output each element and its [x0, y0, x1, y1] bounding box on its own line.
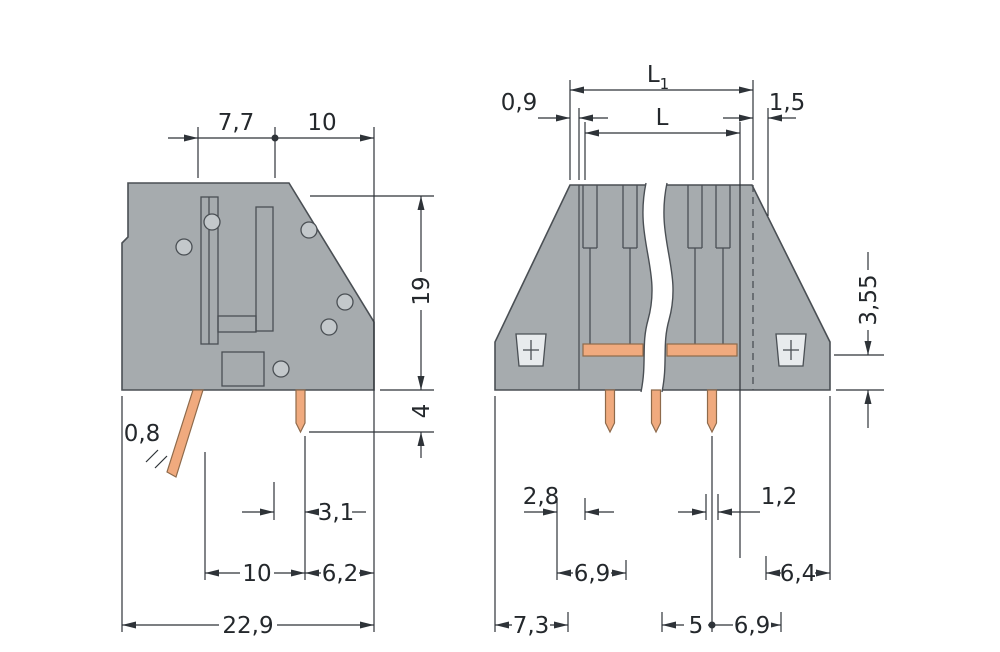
svg-text:1,5: 1,5 — [769, 90, 806, 116]
svg-text:0,8: 0,8 — [124, 421, 161, 447]
dim-label-10-bottom: 10 — [240, 561, 274, 587]
solder-pin-2 — [650, 389, 662, 434]
right-view-solder-pins — [604, 389, 718, 434]
left-view-holes — [175, 213, 354, 378]
straight-solder-pin — [295, 389, 306, 434]
dim-label-3-1: 3,1 — [305, 500, 354, 526]
bent-solder-pin — [166, 389, 204, 478]
left-view: 7,7 10 19 4 0,8 3,1 10 — [121, 110, 435, 639]
break-line — [640, 182, 674, 393]
dimension-dot — [271, 134, 279, 142]
dim-label-2-8: 2,8 — [523, 484, 560, 510]
svg-text:5: 5 — [689, 613, 704, 639]
right-view-dimensions: L1 L 0,9 1,5 3,55 2,8 6,9 1,2 — [494, 62, 884, 639]
svg-text:3,1: 3,1 — [318, 500, 355, 526]
dimension-dot — [708, 621, 716, 629]
left-view-dimensions: 7,7 10 19 4 0,8 3,1 10 — [121, 110, 435, 639]
dim-label-6-9-end: 6,9 — [733, 613, 771, 639]
right-view: L1 L 0,9 1,5 3,55 2,8 6,9 1,2 — [494, 62, 884, 639]
dim-label-19: 19 — [409, 276, 435, 305]
svg-text:0,9: 0,9 — [501, 90, 538, 116]
right-view-housing — [494, 182, 831, 393]
dim-label-7-3: 7,3 — [512, 613, 550, 639]
svg-text:L: L — [656, 105, 669, 131]
left-view-housing — [121, 182, 375, 391]
busbar-right-segment — [666, 343, 738, 357]
left-view-solder-pins — [166, 389, 306, 478]
svg-text:10: 10 — [242, 561, 271, 587]
svg-text:7,3: 7,3 — [513, 613, 550, 639]
busbar-left-segment — [582, 343, 644, 357]
svg-text:10: 10 — [307, 110, 336, 136]
dim-label-3-55: 3,55 — [856, 274, 882, 325]
dim-label-10-top: 10 — [307, 110, 336, 136]
svg-text:7,7: 7,7 — [218, 110, 255, 136]
right-view-dimension-arrows — [495, 86, 872, 629]
svg-text:3,55: 3,55 — [856, 274, 882, 325]
svg-text:6,9: 6,9 — [734, 613, 771, 639]
svg-text:2,8: 2,8 — [523, 484, 560, 510]
dim-label-5: 5 — [684, 613, 708, 639]
svg-text:L1: L1 — [647, 62, 669, 93]
solder-pin-1 — [604, 389, 616, 434]
dim-label-L: L — [656, 105, 669, 131]
dim-label-L1: L1 — [647, 62, 669, 93]
dim-label-0-9: 0,9 — [501, 90, 538, 116]
svg-text:6,4: 6,4 — [780, 561, 817, 587]
svg-text:19: 19 — [409, 276, 435, 305]
dim-label-6-2: 6,2 — [321, 561, 359, 587]
dim-label-7-7: 7,7 — [218, 110, 255, 136]
dim-label-4: 4 — [409, 404, 435, 419]
clamp-window-left — [515, 333, 547, 367]
dim-label-6-9-pitch: 6,9 — [573, 561, 611, 587]
svg-text:4: 4 — [409, 404, 435, 419]
dim-label-1-2: 1,2 — [761, 484, 798, 510]
svg-text:1,2: 1,2 — [761, 484, 798, 510]
clamp-window-right — [775, 333, 807, 367]
left-view-molded-details — [200, 196, 274, 387]
dim-label-0-8: 0,8 — [124, 421, 161, 447]
dim-label-6-4: 6,4 — [780, 561, 817, 587]
solder-pin-3 — [706, 389, 718, 434]
right-view-molded-details — [578, 185, 754, 390]
dim-label-1-5: 1,5 — [769, 90, 806, 116]
left-view-body-outline — [121, 182, 375, 391]
svg-text:22,9: 22,9 — [222, 613, 273, 639]
svg-text:6,9: 6,9 — [574, 561, 611, 587]
dim-label-22-9: 22,9 — [219, 613, 277, 639]
left-view-dimension-arrows — [122, 134, 425, 629]
svg-text:6,2: 6,2 — [322, 561, 359, 587]
